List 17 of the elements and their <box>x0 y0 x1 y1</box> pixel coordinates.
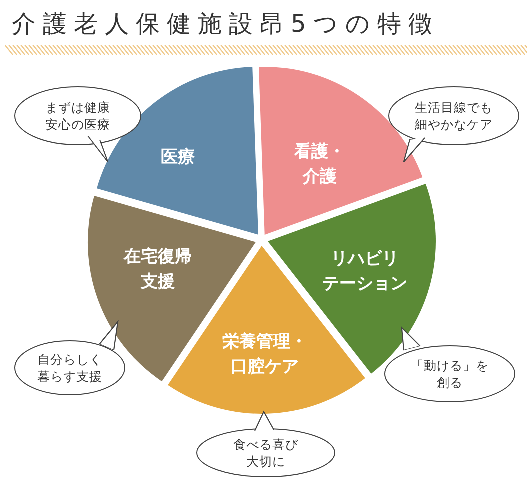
bubble-text: 食べる喜び大切に <box>234 436 298 470</box>
speech-bubble <box>384 328 516 403</box>
slice-label: 栄養管理・口腔ケア <box>222 330 308 379</box>
bubble-text: 生活目線でも細やかなケア <box>415 99 493 133</box>
speech-bubble <box>14 86 142 162</box>
speech-bubble <box>388 86 520 162</box>
speech-bubble <box>14 322 126 396</box>
slice-label: 医療 <box>160 146 195 170</box>
bubble-text: 自分らしく暮らす支援 <box>38 351 102 385</box>
slice-label: リハビリテーション <box>322 248 408 296</box>
title: 介護老人保健施設昂5つの特徴 <box>12 9 440 40</box>
slice-label: 在宅復帰支援 <box>124 246 192 294</box>
pie-slice <box>96 67 258 236</box>
bubble-text: 「動ける」を創る <box>411 357 489 391</box>
slice-label: 看護・介護 <box>294 140 346 189</box>
bubble-text: まずは健康安心の医療 <box>46 99 110 133</box>
speech-bubble <box>196 412 336 478</box>
